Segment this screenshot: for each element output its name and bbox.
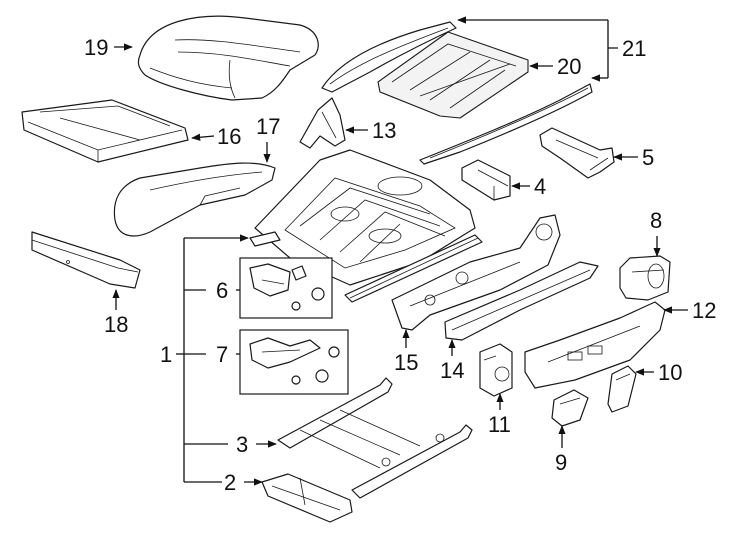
side-panel-part-15 <box>391 214 561 331</box>
inset-box-7 <box>239 329 349 395</box>
callout-6: 6 <box>216 278 228 303</box>
callout-2: 2 <box>224 470 236 495</box>
callout-7: 7 <box>216 342 228 367</box>
callout-4: 4 <box>534 174 546 199</box>
trim-strip-part-14 <box>444 261 599 341</box>
callout-5: 5 <box>642 145 654 170</box>
track-assembly-part-3 <box>277 377 473 499</box>
wiring-strip-part <box>321 21 593 165</box>
callout-18: 18 <box>104 312 128 337</box>
callout-10: 10 <box>658 360 682 385</box>
callout-14: 14 <box>440 358 464 383</box>
callout-13: 13 <box>372 118 396 143</box>
callout-11: 11 <box>488 412 511 437</box>
bracket-part-13 <box>299 97 346 149</box>
callout-1: 1 <box>160 342 172 367</box>
callout-3: 3 <box>236 432 248 457</box>
callout-21: 21 <box>622 36 646 61</box>
control-module-part-11 <box>479 343 513 397</box>
connector-part-4 <box>461 159 511 201</box>
callout-15: 15 <box>394 350 418 375</box>
knob-part-10 <box>607 365 637 413</box>
callout-20: 20 <box>557 54 581 79</box>
handle-part-5 <box>539 127 615 179</box>
seat-cushion-board-part <box>21 99 189 163</box>
seat-cushion-pad-part <box>137 15 319 101</box>
side-shield-part-12 <box>524 301 666 389</box>
leader-lines <box>112 16 688 486</box>
callout-labels: 19 16 17 13 20 21 5 4 8 12 10 9 11 14 15… <box>84 35 716 495</box>
callout-8: 8 <box>650 208 662 233</box>
callout-9: 9 <box>555 450 567 475</box>
knob-part-9 <box>551 389 589 427</box>
callout-16: 16 <box>217 124 241 149</box>
seat-frame-assembly <box>249 149 483 303</box>
callout-12: 12 <box>692 298 716 323</box>
switch-part-8 <box>619 255 671 301</box>
side-trim-part <box>113 162 276 237</box>
cover-part-18 <box>31 231 141 289</box>
callout-17: 17 <box>256 114 280 139</box>
heater-mat-part <box>377 31 529 119</box>
rail-bracket-part-2 <box>261 473 353 523</box>
inset-box-6 <box>239 257 333 319</box>
callout-19: 19 <box>84 35 108 60</box>
